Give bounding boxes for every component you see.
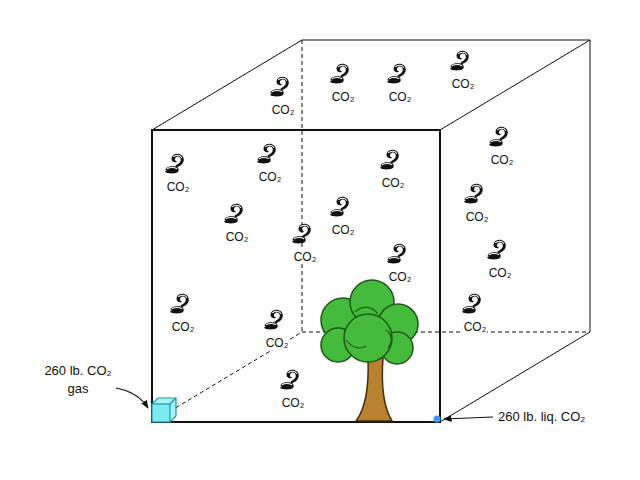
skunk-icon	[165, 154, 184, 174]
skunk-icon	[292, 224, 311, 244]
gas-label: CO₂	[388, 90, 413, 104]
skunk-icon	[224, 204, 243, 224]
skunk-icon	[170, 294, 189, 314]
gas-label: CO₂	[225, 230, 250, 244]
skunk-icon	[450, 51, 469, 71]
skunk-icon	[330, 64, 349, 84]
gas-label: CO₂	[388, 270, 413, 284]
gas-label: CO₂	[258, 170, 283, 184]
skunk-icon	[489, 127, 508, 147]
liquid-dot	[434, 416, 441, 423]
skunk-icon	[387, 244, 406, 264]
leader-arrow	[116, 388, 148, 408]
skunk-icon	[280, 370, 299, 390]
gas-label: CO₂	[463, 320, 488, 334]
gas-label: CO₂	[331, 90, 356, 104]
gas-label: CO₂	[171, 320, 196, 334]
leader-arrow	[444, 417, 493, 419]
skunk-icon	[264, 310, 283, 330]
gas-label: CO₂	[488, 266, 513, 280]
skunk-icon	[487, 240, 506, 260]
skunk-icon	[257, 144, 276, 164]
gas-label: CO₂	[331, 223, 356, 237]
skunk-icon	[462, 294, 481, 314]
gas-label: CO₂	[265, 336, 290, 350]
gas-label: CO₂	[293, 250, 318, 264]
skunk-icon	[387, 64, 406, 84]
gas-label: CO₂	[166, 180, 191, 194]
skunk-icon	[380, 150, 399, 170]
callout-label: 260 lb. liq. CO₂	[498, 408, 585, 426]
skunk-icons	[165, 51, 508, 390]
gas-cube	[152, 398, 176, 422]
gas-label: CO₂	[465, 210, 490, 224]
cube-outline	[152, 40, 590, 422]
gas-label: CO₂	[490, 153, 515, 167]
gas-label: CO₂	[281, 396, 306, 410]
gas-label: CO₂	[271, 103, 296, 117]
gas-label: CO₂	[381, 176, 406, 190]
skunk-icon	[270, 77, 289, 97]
callout-label: 260 lb. CO₂ gas	[38, 362, 118, 397]
gas-label: CO₂	[451, 77, 476, 91]
skunk-icon	[464, 184, 483, 204]
skunk-icon	[330, 197, 349, 217]
tree	[321, 280, 418, 421]
